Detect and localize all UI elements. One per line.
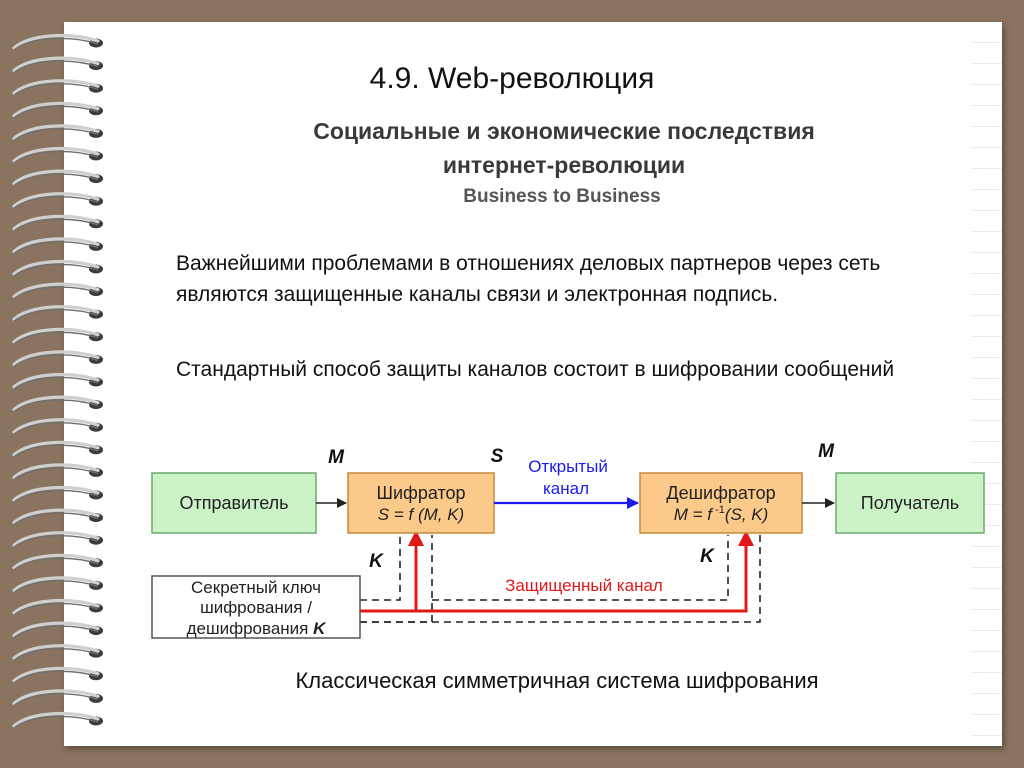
spiral-ring <box>12 440 103 458</box>
spiral-ring <box>12 146 103 164</box>
paragraph-problems: Важнейшими проблемами в отношениях делов… <box>176 252 881 306</box>
subtitle-line-2: интернет-революции <box>442 152 686 178</box>
label-m-right: M <box>818 441 835 462</box>
open-channel-label-2: канал <box>543 479 589 498</box>
label-s: S <box>491 446 504 467</box>
spiral-ring <box>12 689 103 706</box>
spiral-ring <box>12 576 103 593</box>
slide-title: 4.9. Web-революция <box>369 62 655 95</box>
spiral-ring <box>12 508 103 526</box>
decryptor-formula: M = f -1(S, K) <box>674 504 769 524</box>
spiral-ring <box>12 192 103 209</box>
sender-label: Отправитель <box>180 493 289 513</box>
spiral-ring <box>12 56 103 74</box>
key-box-line-1: Секретный ключ <box>191 578 321 597</box>
sender-box: Отправитель <box>151 472 317 534</box>
spiral-ring <box>12 214 103 232</box>
label-k-right: K <box>700 546 715 567</box>
secure-channel-lines <box>360 543 748 613</box>
spiral-ring <box>12 259 103 277</box>
open-channel-label-1: Открытый <box>528 457 608 476</box>
spiral-ring <box>12 598 103 616</box>
subtitle-line-1: Социальные и экономические последствия <box>313 118 815 144</box>
secure-channel-label: Защищенный канал <box>505 576 663 595</box>
decryptor-formula-suffix: (S, K) <box>725 505 768 524</box>
spiral-ring <box>12 711 103 729</box>
spiral-ring <box>12 485 103 503</box>
spiral-ring <box>12 282 103 300</box>
label-m-left: M <box>328 447 345 468</box>
spiral-ring <box>12 666 103 684</box>
secret-key-box: Секретный ключ шифрования / дешифрования… <box>151 575 361 639</box>
encryptor-label: Шифратор <box>376 483 465 503</box>
key-box-line-3-text: дешифрования <box>187 619 309 638</box>
spiral-ring <box>12 327 103 345</box>
decryptor-label: Дешифратор <box>666 483 775 503</box>
spiral-ring <box>12 395 103 413</box>
dashed-key-paths <box>360 535 761 623</box>
encryptor-box: Шифратор S = f (M, K) <box>347 472 495 534</box>
spiral-ring <box>12 531 103 548</box>
spiral-ring <box>12 463 103 480</box>
paragraph-standard-method: Стандартный способ защиты каналов состои… <box>176 358 895 381</box>
spiral-ring <box>12 305 103 322</box>
label-k-left: K <box>369 551 384 572</box>
subtitle-line-3: Business to Business <box>463 186 661 207</box>
spiral-ring <box>12 237 103 254</box>
encryptor-formula: S = f (M, K) <box>378 505 464 524</box>
receiver-box: Получатель <box>835 472 985 534</box>
diagram-caption: Классическая симметричная система шифров… <box>295 668 819 693</box>
spiral-ring <box>12 372 103 390</box>
spiral-ring <box>12 621 103 639</box>
key-box-line-3-symbol: K <box>313 619 327 638</box>
spiral-ring <box>12 79 103 96</box>
spiral-ring <box>12 101 103 119</box>
paper-grid-lines <box>972 22 1002 746</box>
decryptor-formula-prefix: M = f <box>674 505 715 524</box>
spiral-binding-icon <box>12 33 103 729</box>
spiral-ring <box>12 350 103 367</box>
key-box-line-2: шифрования / <box>200 598 312 617</box>
secure-arrow-right <box>738 530 754 546</box>
spiral-ring <box>12 169 103 187</box>
spiral-ring <box>12 124 103 141</box>
spiral-ring <box>12 644 103 661</box>
spiral-ring <box>12 553 103 571</box>
decryptor-formula-sup: -1 <box>712 504 725 516</box>
key-box-line-3: дешифрования K <box>187 619 328 638</box>
receiver-label: Получатель <box>861 493 959 513</box>
spiral-ring <box>12 418 103 435</box>
spiral-ring <box>12 33 103 51</box>
secure-arrow-left <box>408 530 424 546</box>
decryptor-box: Дешифратор M = f -1(S, K) <box>639 472 803 534</box>
